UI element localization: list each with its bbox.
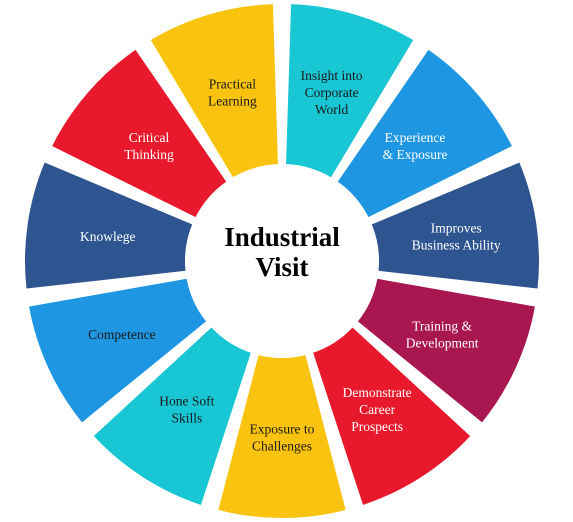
- wheel-segment-shape: [91, 325, 254, 508]
- center-hub: Industrial Visit: [194, 173, 370, 349]
- wheel-segment-shape: [355, 276, 538, 425]
- center-circle: [194, 173, 370, 349]
- wheel-segment-shape: [284, 2, 416, 180]
- center-title-line1: Industrial: [224, 222, 340, 252]
- wheel-segment-shape: [49, 47, 229, 220]
- wheel-segment-shape: [23, 160, 195, 291]
- wheel-segment-shape: [148, 2, 280, 180]
- wheel-segment-shape: [369, 160, 541, 291]
- wheel-segment-shape: [26, 276, 209, 425]
- center-title-line2: Visit: [256, 252, 309, 282]
- wheel-segment-shape: [216, 352, 348, 520]
- wheel-segment-shape: [335, 47, 515, 220]
- wheel-segment-shape: [310, 325, 473, 508]
